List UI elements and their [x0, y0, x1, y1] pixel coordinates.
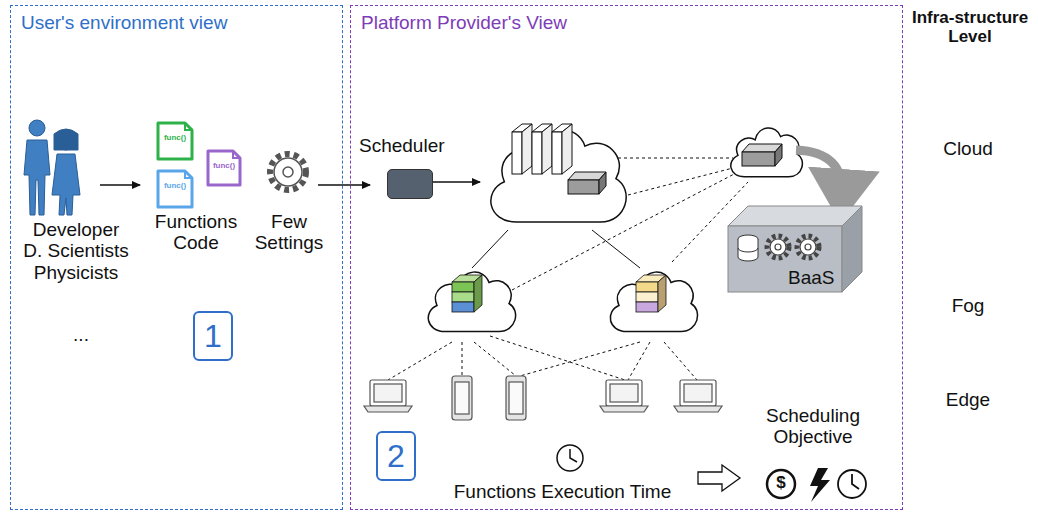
column-heading: Infra-structure Level — [906, 8, 1034, 46]
time-icon — [838, 470, 866, 498]
edge-devices — [364, 376, 722, 420]
node-text: func() — [156, 121, 194, 142]
icon-label: Few Settings — [246, 211, 332, 254]
node-text: User's environment view — [21, 12, 227, 34]
node-text: Platform Provider's View — [361, 12, 567, 34]
flow-arrow — [100, 184, 140, 186]
level-label: Cloud — [930, 138, 1006, 159]
callout-number: 1 — [193, 311, 233, 361]
actor-label: Developer D. Scientists Physicists — [22, 219, 130, 283]
deploy-arrow — [796, 150, 842, 196]
ellipsis: ... — [66, 324, 96, 345]
scheduler-shape — [387, 169, 433, 199]
metric-label: Functions Execution Time — [430, 481, 695, 502]
network-links — [388, 158, 748, 380]
node-text: func() — [156, 169, 194, 190]
level-label: Edge — [930, 389, 1006, 410]
dollar-sign: $ — [770, 473, 792, 492]
node-text: 1 — [204, 318, 222, 355]
baas-server — [742, 144, 782, 166]
objective-label: Scheduling Objective — [748, 405, 878, 448]
node-text: Scheduler — [359, 135, 463, 157]
gear-icon — [270, 154, 306, 190]
level-label: Fog — [930, 295, 1006, 316]
node-text: BaaS — [788, 267, 834, 289]
node-text: func() — [206, 149, 242, 170]
server-racks — [512, 124, 606, 194]
function-file: func() — [156, 121, 194, 161]
icon-label: Functions Code — [144, 211, 248, 254]
fog-stack — [452, 275, 666, 312]
function-file: func() — [156, 169, 194, 209]
function-file: func() — [206, 149, 242, 187]
baas-box: BaaS — [726, 201, 864, 296]
callout-number: 2 — [376, 431, 416, 481]
people-icon — [24, 120, 80, 215]
outline-arrow — [698, 465, 740, 491]
cost-icon — [767, 470, 795, 498]
scheduler-box: Scheduler — [359, 135, 463, 199]
flow-arrow — [318, 184, 370, 186]
energy-icon — [810, 468, 830, 502]
flow-arrow — [432, 181, 480, 183]
node-text: 2 — [387, 438, 405, 475]
clock-icon — [557, 445, 583, 471]
